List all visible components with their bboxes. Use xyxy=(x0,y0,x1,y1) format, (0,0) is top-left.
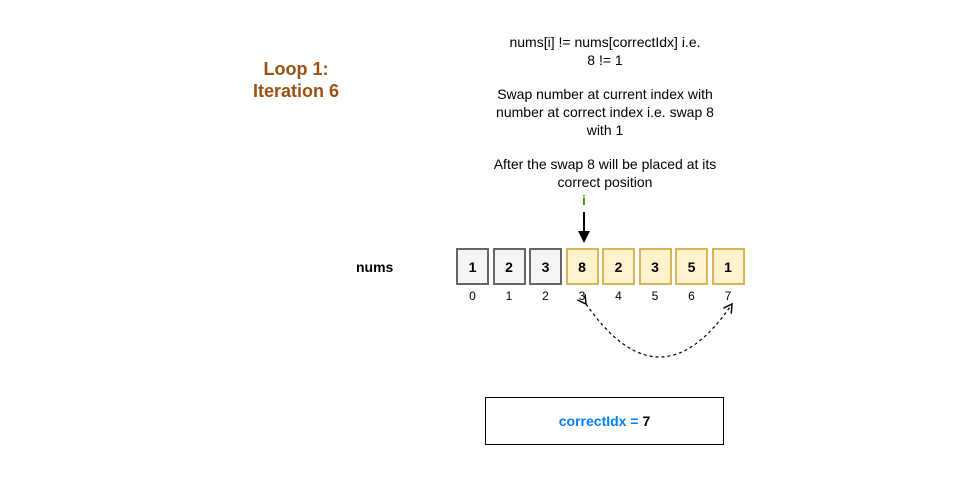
loop-title: Loop 1: Iteration 6 xyxy=(236,58,356,102)
array-index: 2 xyxy=(542,289,549,303)
array-cell: 5 xyxy=(675,248,708,285)
array-cell: 1 xyxy=(456,248,489,285)
condition-line-1: nums[i] != nums[correctIdx] i.e. xyxy=(509,34,701,50)
array-cell: 2 xyxy=(602,248,635,285)
pointer-label: i xyxy=(582,192,586,208)
array-cell: 3 xyxy=(529,248,562,285)
after-line-2: correct position xyxy=(557,174,653,190)
array-cell: 2 xyxy=(492,248,526,285)
array-label: nums xyxy=(356,259,394,275)
explanation-text: nums[i] != nums[correctIdx] i.e. 8 != 1 … xyxy=(470,33,740,191)
array-index: 1 xyxy=(505,289,513,303)
correct-idx-value: 7 xyxy=(642,413,651,429)
correct-idx-equals: = xyxy=(626,413,643,429)
correct-idx-box: correctIdx = 7 xyxy=(485,397,724,445)
loop-title-line2: Iteration 6 xyxy=(252,81,340,101)
after-line-1: After the swap 8 will be placed at its xyxy=(493,156,717,172)
loop-title-line1: Loop 1: xyxy=(263,59,329,79)
swap-line-2: number at correct index i.e. swap 8 xyxy=(496,104,714,120)
correct-idx-key: correctIdx xyxy=(558,413,627,429)
array-cell: 3 xyxy=(638,248,672,285)
array-cell: 8 xyxy=(565,248,599,285)
array-index: 0 xyxy=(469,289,476,303)
swap-line-3: with 1 xyxy=(586,122,624,138)
array-cell: 1 xyxy=(711,248,745,285)
swap-arrow xyxy=(576,294,733,358)
pointer-arrow xyxy=(578,212,590,243)
condition-line-2: 8 != 1 xyxy=(587,52,623,68)
swap-line-1: Swap number at current index with xyxy=(497,86,713,102)
